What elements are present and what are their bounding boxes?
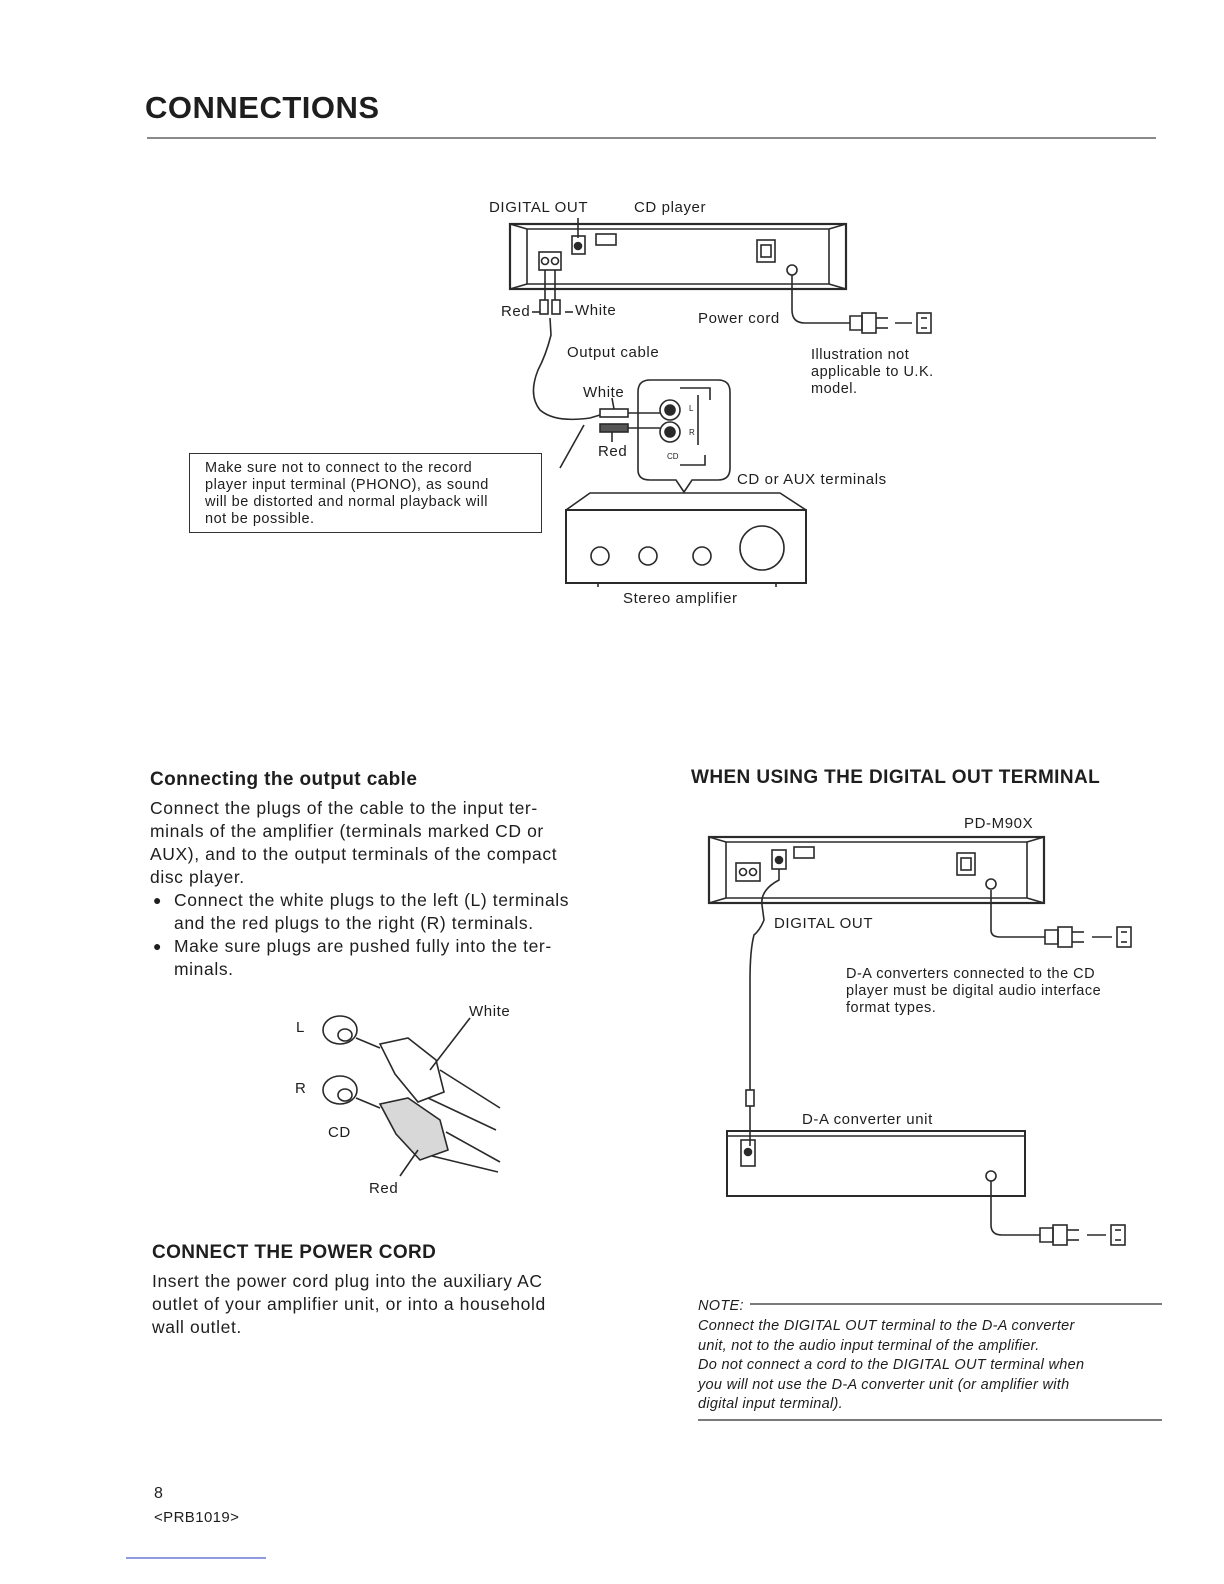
pd-m90x-rear-panel xyxy=(707,835,1046,905)
model-label: PD-M90X xyxy=(964,815,1034,832)
document-code: <PRB1019> xyxy=(154,1509,240,1526)
plug-red-label: Red xyxy=(369,1180,399,1197)
output-cable-bullets: Connect the white plugs to the left (L) … xyxy=(150,889,640,981)
da-converter-label: D-A converter unit xyxy=(802,1111,933,1128)
plug-closeup-drawing xyxy=(322,1015,501,1177)
uk-note: Illustration not applicable to U.K. mode… xyxy=(811,347,934,397)
white-plug-label-2: White xyxy=(583,384,625,401)
cd-player-rear-panel xyxy=(508,222,848,291)
output-cable-text: Connect the plugs of the cable to the in… xyxy=(150,797,640,981)
output-cable-heading: Connecting the output cable xyxy=(150,769,418,790)
stereo-amplifier-drawing xyxy=(565,492,807,587)
plug-cd-label: CD xyxy=(328,1124,351,1141)
da-interface-note: D-A converters connected to the CD playe… xyxy=(846,966,1102,1016)
da-converter-drawing xyxy=(726,1130,1026,1197)
note-text: Connect the DIGITAL OUT terminal to the … xyxy=(698,1318,1085,1412)
terminal-cd-label: CD xyxy=(667,452,679,461)
plug-white-label: White xyxy=(469,1003,511,1020)
digital-out-label: DIGITAL OUT xyxy=(489,199,589,216)
page-number: 8 xyxy=(154,1485,163,1502)
bullet-push-fully: Make sure plugs are pushed fully into th… xyxy=(150,935,640,981)
terminal-r-label: R xyxy=(689,428,695,437)
bullet-white-red: Connect the white plugs to the left (L) … xyxy=(150,889,640,935)
digital-out-label-2: DIGITAL OUT xyxy=(774,915,874,932)
white-plug-label: White xyxy=(575,302,617,319)
amp-terminal-callout xyxy=(637,379,731,494)
plug-l-label: L xyxy=(296,1019,305,1036)
power-cord-label: Power cord xyxy=(698,310,780,327)
red-plug-label-2: Red xyxy=(598,443,628,460)
stereo-amplifier-label: Stereo amplifier xyxy=(623,590,738,607)
cd-aux-terminals-label: CD or AUX terminals xyxy=(737,471,887,488)
cd-player-label: CD player xyxy=(634,199,707,216)
digital-out-heading: WHEN USING THE DIGITAL OUT TERMINAL xyxy=(691,767,1101,788)
note-label: NOTE: xyxy=(698,1298,744,1314)
plug-r-label: R xyxy=(295,1080,307,1097)
power-cord-heading: CONNECT THE POWER CORD xyxy=(152,1242,437,1263)
power-plug-1 xyxy=(849,312,932,334)
power-plug-2 xyxy=(1044,926,1132,948)
power-plug-3 xyxy=(1039,1224,1126,1246)
terminal-l-label: L xyxy=(689,404,694,413)
power-cord-text: Insert the power cord plug into the auxi… xyxy=(152,1271,546,1337)
output-cable-label: Output cable xyxy=(567,344,660,361)
red-plug-label: Red xyxy=(501,303,531,320)
page-title: CONNECTIONS xyxy=(145,90,380,125)
phono-warning-box: Make sure not to connect to the record p… xyxy=(189,453,542,533)
